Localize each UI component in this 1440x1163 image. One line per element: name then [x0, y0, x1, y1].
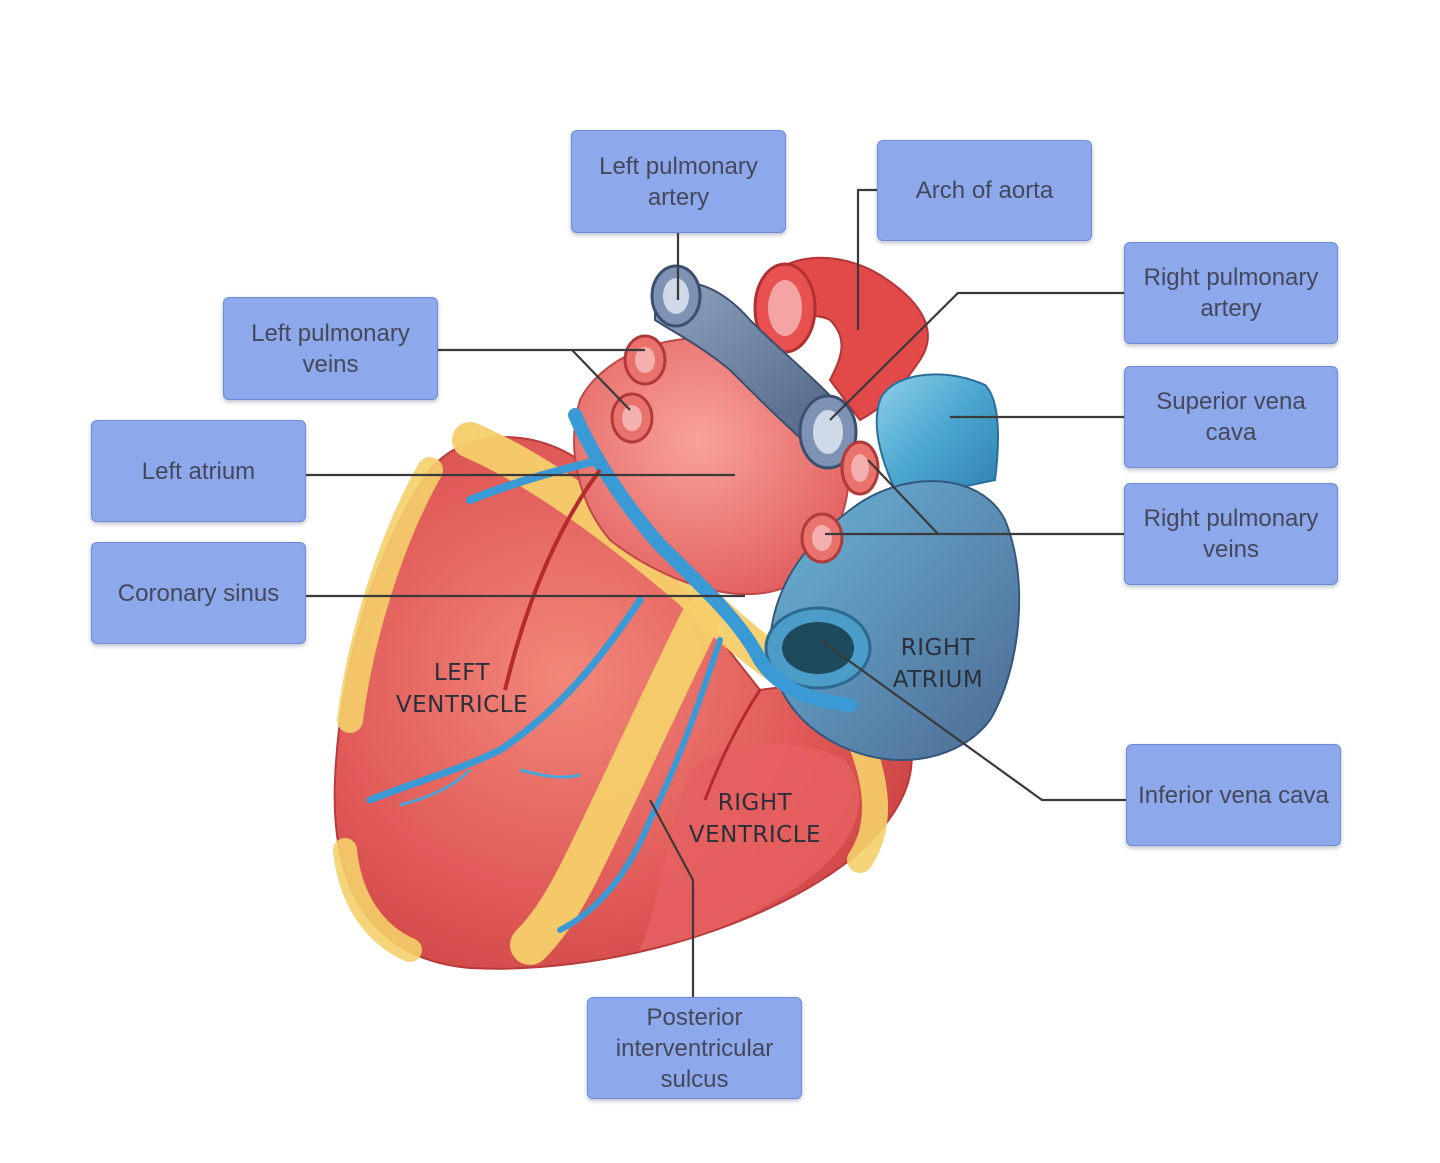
- left-ventricle-text-line1: LEFT: [434, 660, 491, 686]
- leader-posterior-interventricular-sulcus: [649, 799, 695, 997]
- label-left-pulmonary-veins: Left pulmonary veins: [223, 297, 438, 400]
- leader-left-pulmonary-veins-branch: [571, 349, 631, 411]
- superior-vena-cava-shape: [875, 373, 999, 502]
- vein-lumen: [635, 347, 655, 373]
- coronary-artery-branch-right: [703, 689, 762, 801]
- fat-bottom-left: [333, 838, 422, 962]
- label-right-pulmonary-veins: Right pulmonary veins: [1124, 483, 1338, 585]
- fat-left-border: [337, 457, 443, 733]
- ivc-lumen: [782, 622, 854, 674]
- right-ventricle-surface: [640, 743, 860, 950]
- artery-lumen: [813, 410, 843, 454]
- vein-lumen: [622, 405, 642, 431]
- fat-sulcus: [510, 600, 720, 965]
- left-ventricle-text-line2: VENTRICLE: [396, 692, 528, 718]
- leader-inferior-vena-cava: [819, 639, 1126, 802]
- label-superior-vena-cava: Superior vena cava: [1124, 366, 1338, 468]
- leader-arch-of-aorta: [856, 188, 878, 330]
- label-right-pulmonary-artery: Right pulmonary artery: [1124, 242, 1338, 344]
- coronary-sinus-vessel: [568, 408, 857, 712]
- leader-right-pulmonary-veins-branch: [867, 459, 939, 535]
- label-left-pulmonary-artery: Left pulmonary artery: [571, 130, 786, 233]
- posterior-vein-left-ventricle: [366, 596, 644, 804]
- small-vein-branch: [399, 768, 581, 807]
- leader-lines: [306, 188, 1126, 997]
- label-coronary-sinus: Coronary sinus: [91, 542, 306, 644]
- middle-cardiac-vein: [557, 637, 723, 933]
- label-inferior-vena-cava: Inferior vena cava: [1126, 744, 1341, 846]
- vein-lumen: [812, 525, 832, 551]
- label-left-atrium: Left atrium: [91, 420, 306, 522]
- right-ventricle-text-line1: RIGHT: [718, 790, 793, 816]
- label-arch-of-aorta: Arch of aorta: [877, 140, 1092, 241]
- coronary-artery-branch: [503, 468, 602, 691]
- artery-lumen: [663, 278, 689, 314]
- label-posterior-interventricular-sulcus: Posterior interventricular sulcus: [587, 997, 802, 1099]
- great-cardiac-vein: [466, 456, 604, 504]
- right-ventricle-text-line2: VENTRICLE: [689, 822, 821, 848]
- right-atrium-text-line1: RIGHT: [901, 635, 976, 661]
- right-atrium-text-line2: ATRIUM: [893, 667, 983, 693]
- leader-right-pulmonary-artery: [829, 291, 1124, 421]
- vein-lumen: [851, 454, 869, 482]
- aorta-lumen: [768, 280, 802, 336]
